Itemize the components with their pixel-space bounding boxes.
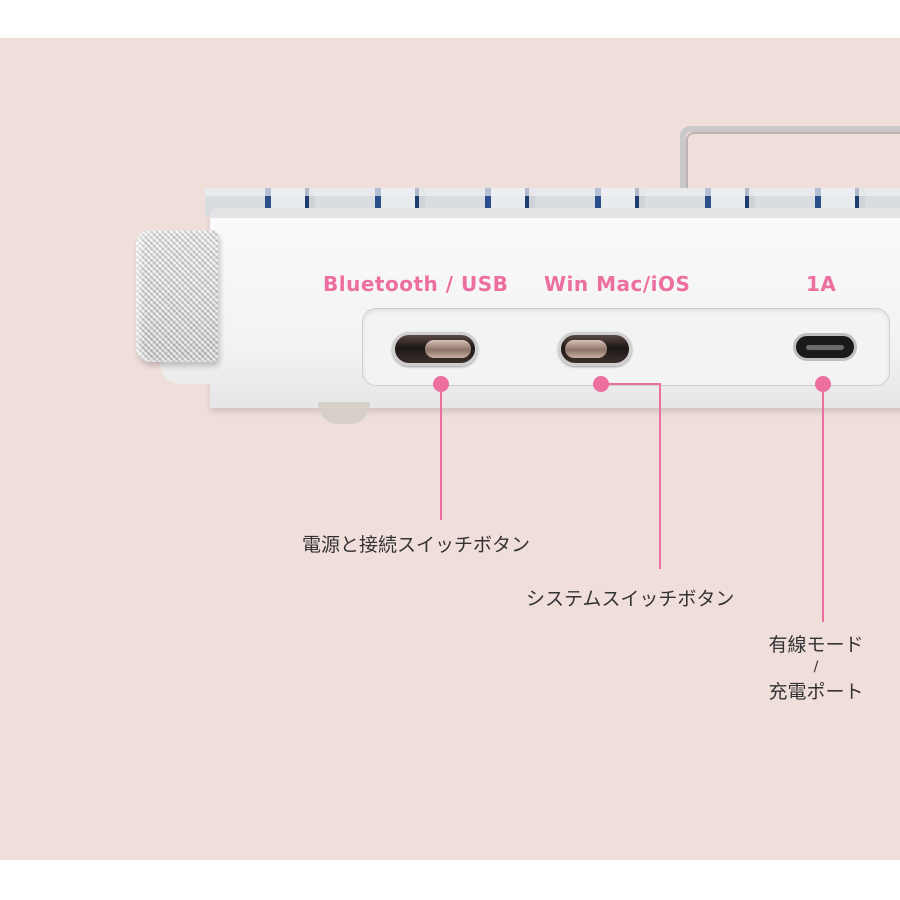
background-panel: Bluetooth / USB Win Mac/iOS 1A 電源と接続スイッチ… bbox=[0, 38, 900, 860]
power-switch-callout: 電源と接続スイッチボタン bbox=[302, 534, 531, 556]
system-switch bbox=[558, 332, 632, 366]
win-mac-ios-label: Win Mac/iOS bbox=[544, 272, 691, 296]
keyboard-base bbox=[160, 358, 220, 384]
power-switch-leader-line bbox=[440, 390, 442, 520]
usbc-pointer-dot bbox=[815, 376, 831, 392]
knurled-knob bbox=[136, 230, 218, 362]
keyboard-top-edge bbox=[210, 208, 900, 218]
wired-mode-line: 有線モード bbox=[768, 634, 864, 656]
keycap-highlight bbox=[205, 188, 900, 196]
current-rating-label: 1A bbox=[806, 272, 837, 296]
bluetooth-usb-label: Bluetooth / USB bbox=[323, 272, 509, 296]
usb-c-port bbox=[793, 333, 857, 361]
power-switch-pointer-dot bbox=[433, 376, 449, 392]
usbc-leader-line bbox=[822, 390, 824, 622]
charging-port-line: 充電ポート bbox=[768, 681, 864, 703]
power-connection-switch bbox=[392, 332, 478, 366]
wired-separator: / bbox=[813, 659, 819, 675]
wired-mode-callout: 有線モード / 充電ポート bbox=[754, 630, 878, 704]
system-switch-callout: システムスイッチボタン bbox=[526, 588, 735, 610]
system-switch-leader-horizontal bbox=[601, 383, 661, 385]
keyboard-stand-handle bbox=[680, 126, 900, 206]
stand-handle-shadow bbox=[686, 132, 900, 202]
system-switch-leader-vertical bbox=[659, 383, 661, 569]
rubber-foot bbox=[318, 402, 370, 424]
